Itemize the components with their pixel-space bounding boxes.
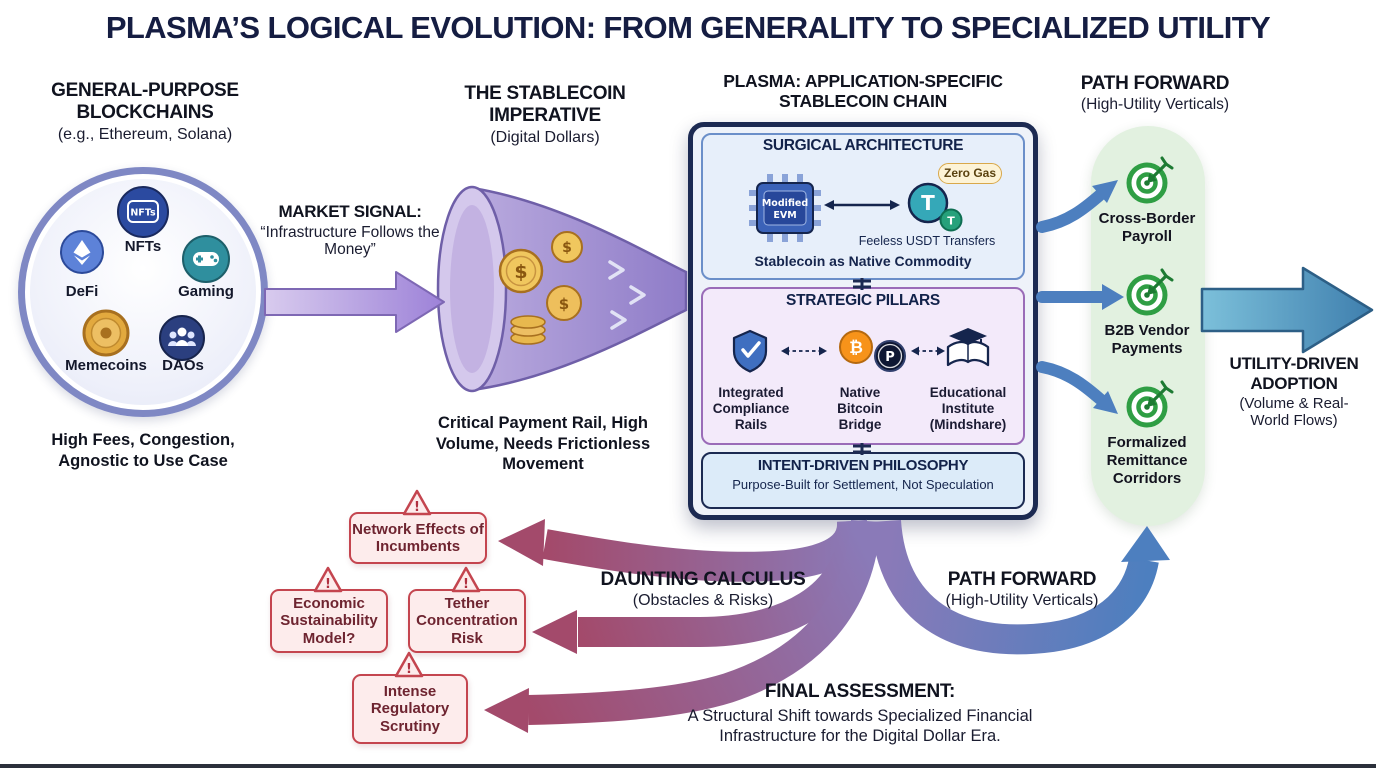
utility-adoption-block: UTILITY-DRIVEN ADOPTION (Volume & Real-W… xyxy=(1212,354,1376,430)
risk-box-network-effects: Network Effects of Incumbents xyxy=(349,512,487,564)
dollar-sign: $ xyxy=(559,295,569,313)
philosophy-panel xyxy=(701,452,1025,509)
stablecoin-subheading: (Digital Dollars) xyxy=(490,128,600,146)
pillar-label-education: Educational Institute (Mindshare) xyxy=(929,385,1007,433)
risk-box-regulatory-scrutiny: Intense Regulatory Scrutiny xyxy=(352,674,468,744)
native-commodity-label: Stablecoin as Native Commodity xyxy=(754,253,972,269)
vertical-label-b2b: B2B Vendor Payments xyxy=(1104,322,1190,357)
path-forward-top-subheading: (High-Utility Verticals) xyxy=(1080,95,1230,113)
path-forward-bottom-block: PATH FORWARD (High-Utility Verticals) xyxy=(926,569,1118,610)
bottom-edge-bar xyxy=(0,764,1376,768)
funnel-caption: Critical Payment Rail, High Volume, Need… xyxy=(435,414,651,474)
philosophy-title: INTENT-DRIVEN PHILOSOPHY xyxy=(757,457,969,474)
dollar-coins-icon: $ $ $ xyxy=(498,231,583,345)
path-forward-top-heading: PATH FORWARD xyxy=(1080,73,1230,94)
label-memecoins: Memecoins xyxy=(65,357,147,374)
dollar-sign: $ xyxy=(562,240,572,256)
funnel-illustration xyxy=(436,185,688,393)
daunting-calculus-heading: DAUNTING CALCULUS xyxy=(600,569,806,590)
risk-label-network-effects: Network Effects of Incumbents xyxy=(352,520,484,555)
philosophy-subtitle: Purpose-Built for Settlement, Not Specul… xyxy=(732,477,994,492)
general-purpose-heading: GENERAL-PURPOSE BLOCKCHAINS xyxy=(51,80,239,123)
final-assessment-heading: FINAL ASSESSMENT: xyxy=(764,681,956,702)
daunting-calculus-block: DAUNTING CALCULUS (Obstacles & Risks) xyxy=(588,569,818,610)
path-forward-bottom-heading: PATH FORWARD xyxy=(947,569,1097,590)
market-signal-heading: MARKET SIGNAL: xyxy=(278,202,422,221)
label-nfts: NFTs xyxy=(124,238,162,255)
dollar-sign: $ xyxy=(514,261,527,283)
plasma-heading: PLASMA: APPLICATION-SPECIFIC STABLECOIN … xyxy=(723,71,1003,112)
label-defi: DeFi xyxy=(65,283,99,300)
risk-box-economic-sustainability: Economic Sustainability Model? xyxy=(270,589,388,653)
general-purpose-subheading: (e.g., Ethereum, Solana) xyxy=(57,125,233,143)
pillars-title: STRATEGIC PILLARS xyxy=(786,292,940,309)
daunting-calculus-subheading: (Obstacles & Risks) xyxy=(632,591,774,609)
final-assessment-block: FINAL ASSESSMENT: A Structural Shift tow… xyxy=(660,681,1060,747)
vertical-label-payroll: Cross-Border Payroll xyxy=(1098,210,1196,245)
path-forward-top-header: PATH FORWARD (High-Utility Verticals) xyxy=(1063,73,1247,114)
utility-adoption-heading: UTILITY-DRIVEN ADOPTION xyxy=(1229,354,1359,393)
surgical-title: SURGICAL ARCHITECTURE xyxy=(762,137,964,154)
general-purpose-caption: High Fees, Congestion, Agnostic to Use C… xyxy=(51,431,235,470)
pillar-label-compliance: Integrated Compliance Rails xyxy=(712,385,790,433)
risk-label-regulatory-scrutiny: Intense Regulatory Scrutiny xyxy=(370,683,450,735)
label-daos: DAOs xyxy=(162,357,204,374)
path-forward-bottom-subheading: (High-Utility Verticals) xyxy=(945,591,1099,609)
general-purpose-header: GENERAL-PURPOSE BLOCKCHAINS (e.g., Ether… xyxy=(35,80,255,144)
market-signal-block: MARKET SIGNAL: “Infrastructure Follows t… xyxy=(256,202,444,259)
pillar-label-bitcoin-bridge: Native Bitcoin Bridge xyxy=(837,385,883,433)
stablecoin-imperative-header: THE STABLECOIN IMPERATIVE (Digital Dolla… xyxy=(438,83,652,147)
page-title: PLASMA’S LOGICAL EVOLUTION: FROM GENERAL… xyxy=(105,10,1271,45)
vertical-label-remittance: Formalized Remittance Corridors xyxy=(1106,434,1188,487)
market-signal-arrow xyxy=(264,271,445,333)
label-gaming: Gaming xyxy=(178,283,234,300)
feeless-transfers-label: Feeless USDT Transfers xyxy=(858,234,996,248)
risk-box-tether-concentration: Tether Concentration Risk xyxy=(408,589,526,653)
utility-adoption-subheading: (Volume & Real-World Flows) xyxy=(1239,395,1349,430)
zero-gas-badge: Zero Gas xyxy=(938,163,1002,184)
market-signal-quote: “Infrastructure Follows the Money” xyxy=(260,223,440,259)
risk-label-tether-concentration: Tether Concentration Risk xyxy=(416,595,518,647)
stablecoin-heading: THE STABLECOIN IMPERATIVE xyxy=(464,83,626,126)
final-assessment-body: A Structural Shift towards Specialized F… xyxy=(687,706,1033,746)
adoption-arrow xyxy=(1200,266,1374,354)
risk-label-economic-sustainability: Economic Sustainability Model? xyxy=(280,595,378,647)
funnel-flow-chevrons xyxy=(608,260,646,330)
